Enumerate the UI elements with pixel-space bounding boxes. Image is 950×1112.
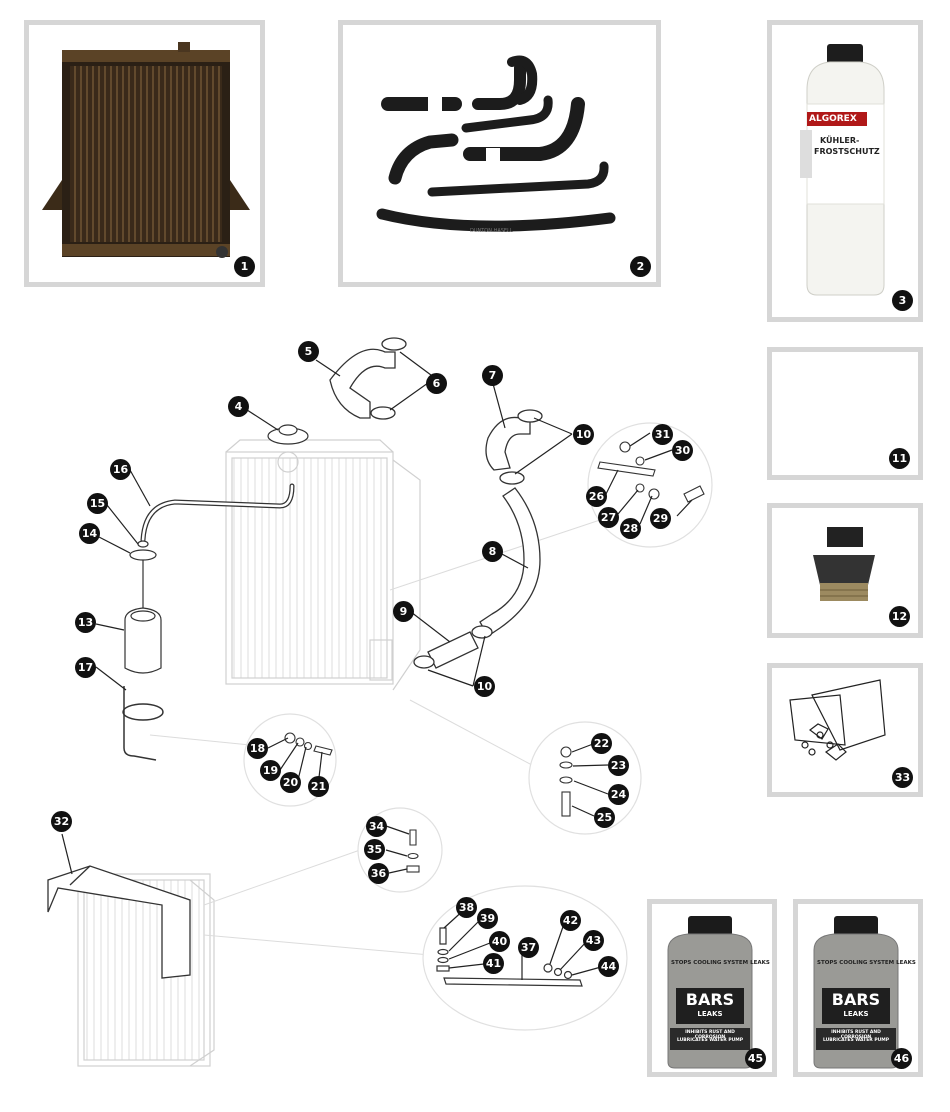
sealant-b-top-text: STOPS COOLING SYSTEM LEAKS	[817, 960, 916, 966]
hose-print: DUNTON HASELL	[470, 228, 513, 234]
bottle-bracket	[122, 686, 164, 761]
sealant-a-bottom-1: INHIBITS RUST AND CORROSION	[685, 1030, 735, 1040]
callout-27: 27	[598, 507, 619, 528]
callout-36: 36	[368, 863, 389, 884]
radiator-cap	[267, 424, 309, 445]
expansion-bottle	[124, 540, 162, 674]
callout-11: 11	[889, 448, 910, 469]
callout-38: 38	[456, 897, 477, 918]
callout-13: 13	[75, 612, 96, 633]
sealant-bottle-a	[667, 916, 753, 1069]
callout-22: 22	[591, 733, 612, 754]
callout-31: 31	[652, 424, 673, 445]
callout-leaders	[61, 351, 693, 980]
callout-39: 39	[477, 908, 498, 929]
mounting-kit-box	[789, 679, 886, 761]
radiator-outline	[225, 439, 421, 691]
callout-21: 21	[308, 776, 329, 797]
stay-bar	[436, 927, 583, 987]
callout-35: 35	[364, 839, 385, 860]
callout-33: 33	[892, 767, 913, 788]
sealant-a-bottom-2: LUBRICATES WATER PUMP	[676, 1038, 744, 1043]
callout-32: 32	[51, 811, 72, 832]
radiator-photo	[42, 42, 250, 258]
callout-18: 18	[247, 738, 268, 759]
callout-16: 16	[110, 459, 131, 480]
lower-pipe	[479, 487, 541, 637]
callout-19: 19	[260, 760, 281, 781]
callout-45: 45	[745, 1048, 766, 1069]
callout-44: 44	[598, 956, 619, 977]
antifreeze-bottle	[800, 44, 885, 296]
callout-37: 37	[518, 937, 539, 958]
sealant-a-sub: LEAKS	[697, 1010, 723, 1018]
hose-kit-photo	[376, 55, 616, 232]
callout-42: 42	[560, 910, 581, 931]
sealant-a-brand: BARS	[685, 990, 735, 1009]
callout-34: 34	[366, 816, 387, 837]
callout-43: 43	[583, 930, 604, 951]
antifreeze-title-2: FROSTSCHUTZ	[814, 147, 880, 156]
callout-40: 40	[489, 931, 510, 952]
top-hose	[329, 337, 407, 420]
callout-15: 15	[87, 493, 108, 514]
antifreeze-title-1: KÜHLER-	[820, 136, 860, 145]
callout-10a: 10	[573, 424, 594, 445]
callout-9: 9	[393, 601, 414, 622]
callout-41: 41	[483, 953, 504, 974]
callout-30: 30	[672, 440, 693, 461]
callout-25: 25	[594, 807, 615, 828]
sealant-b-sub: LEAKS	[843, 1010, 869, 1018]
cowl-shroud	[47, 865, 191, 979]
callout-12: 12	[889, 606, 910, 627]
callout-28: 28	[620, 518, 641, 539]
callout-10b: 10	[474, 676, 495, 697]
callout-8: 8	[482, 541, 503, 562]
sealant-bottle-b	[813, 916, 899, 1069]
callout-14: 14	[79, 523, 100, 544]
antifreeze-brand: ALGOREX	[809, 114, 857, 124]
callout-46: 46	[891, 1048, 912, 1069]
bracket-fasteners	[284, 732, 333, 756]
sealant-b-bottom-2: LUBRICATES WATER PUMP	[822, 1038, 890, 1043]
callout-23: 23	[608, 755, 629, 776]
callout-7: 7	[482, 365, 503, 386]
spacer-fasteners	[559, 746, 573, 817]
callout-24: 24	[608, 784, 629, 805]
overflow-pipe-inner	[141, 484, 294, 542]
temperature-switch	[813, 527, 875, 601]
sealant-a-top-text: STOPS COOLING SYSTEM LEAKS	[671, 960, 770, 966]
callout-17: 17	[75, 657, 96, 678]
sealant-b-bottom-1: INHIBITS RUST AND CORROSION	[831, 1030, 881, 1040]
callout-29: 29	[650, 508, 671, 529]
callout-3: 3	[892, 290, 913, 311]
callout-4: 4	[228, 396, 249, 417]
callout-20: 20	[280, 772, 301, 793]
callout-5: 5	[298, 341, 319, 362]
lower-hose	[413, 625, 493, 669]
elbow-hose	[485, 409, 543, 485]
callout-1: 1	[234, 256, 255, 277]
sealant-b-brand: BARS	[831, 990, 881, 1009]
callout-26: 26	[586, 486, 607, 507]
callout-6: 6	[426, 373, 447, 394]
callout-2: 2	[630, 256, 651, 277]
